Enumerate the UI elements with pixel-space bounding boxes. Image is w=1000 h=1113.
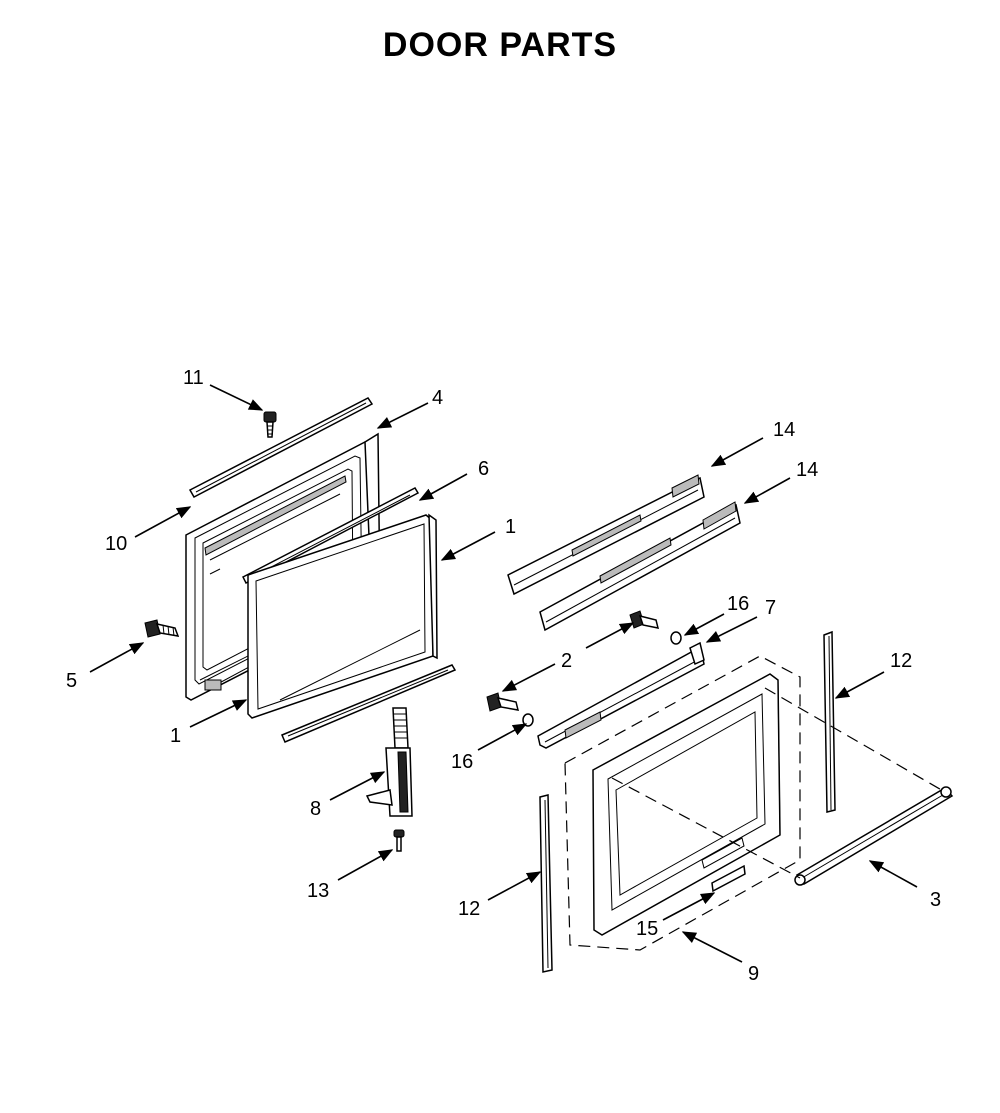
part-3-bottom-trim xyxy=(794,786,954,886)
callout-4: 4 xyxy=(432,387,443,409)
part-16-lower-screw xyxy=(486,692,534,727)
part-1-lower-strip xyxy=(281,664,457,743)
callout-9: 9 xyxy=(748,963,759,985)
part-6-glass-strip xyxy=(241,487,420,585)
callout-3: 3 xyxy=(930,889,941,911)
callout-12-left: 12 xyxy=(458,898,480,920)
callout-labels: 11 4 6 1 10 5 1 8 13 14 14 16 7 2 16 12 … xyxy=(66,367,941,985)
callout-16-upper: 16 xyxy=(727,593,749,615)
part-16-upper-screw xyxy=(629,610,682,645)
leader-arrows xyxy=(89,384,918,963)
page-title: DOOR PARTS xyxy=(382,26,618,64)
part-2-handle-rail xyxy=(537,641,705,749)
part-12-left-trim xyxy=(539,794,553,973)
callout-14-upper: 14 xyxy=(773,419,795,441)
part-14-upper-bracket xyxy=(507,474,705,596)
callout-14-lower: 14 xyxy=(796,459,818,481)
alignment-lines xyxy=(611,687,946,879)
callout-5: 5 xyxy=(66,670,77,692)
part-13-screw xyxy=(393,829,405,852)
callout-12-right: 12 xyxy=(890,650,912,672)
part-11-screw xyxy=(263,411,277,438)
part-12-right-trim xyxy=(823,630,836,813)
callout-11: 11 xyxy=(183,367,204,389)
callout-8: 8 xyxy=(310,798,321,820)
callout-13: 13 xyxy=(307,880,329,902)
callout-1-glass: 1 xyxy=(505,516,516,538)
callout-2: 2 xyxy=(561,650,572,672)
callout-6: 6 xyxy=(478,458,489,480)
callout-15: 15 xyxy=(636,918,658,940)
part-8-hinge xyxy=(365,707,413,817)
part-5-screw xyxy=(144,619,180,638)
part-10-top-trim xyxy=(188,397,374,498)
callout-7: 7 xyxy=(765,597,776,619)
callout-10: 10 xyxy=(105,533,127,555)
part-9-door-panel xyxy=(592,673,781,936)
part-14-lower-bracket xyxy=(539,501,741,632)
part-9-outer-panel-outline xyxy=(564,655,801,951)
callout-16-lower: 16 xyxy=(451,751,473,773)
callout-1-strip: 1 xyxy=(170,725,181,747)
part-1-glass-panel xyxy=(247,513,438,719)
